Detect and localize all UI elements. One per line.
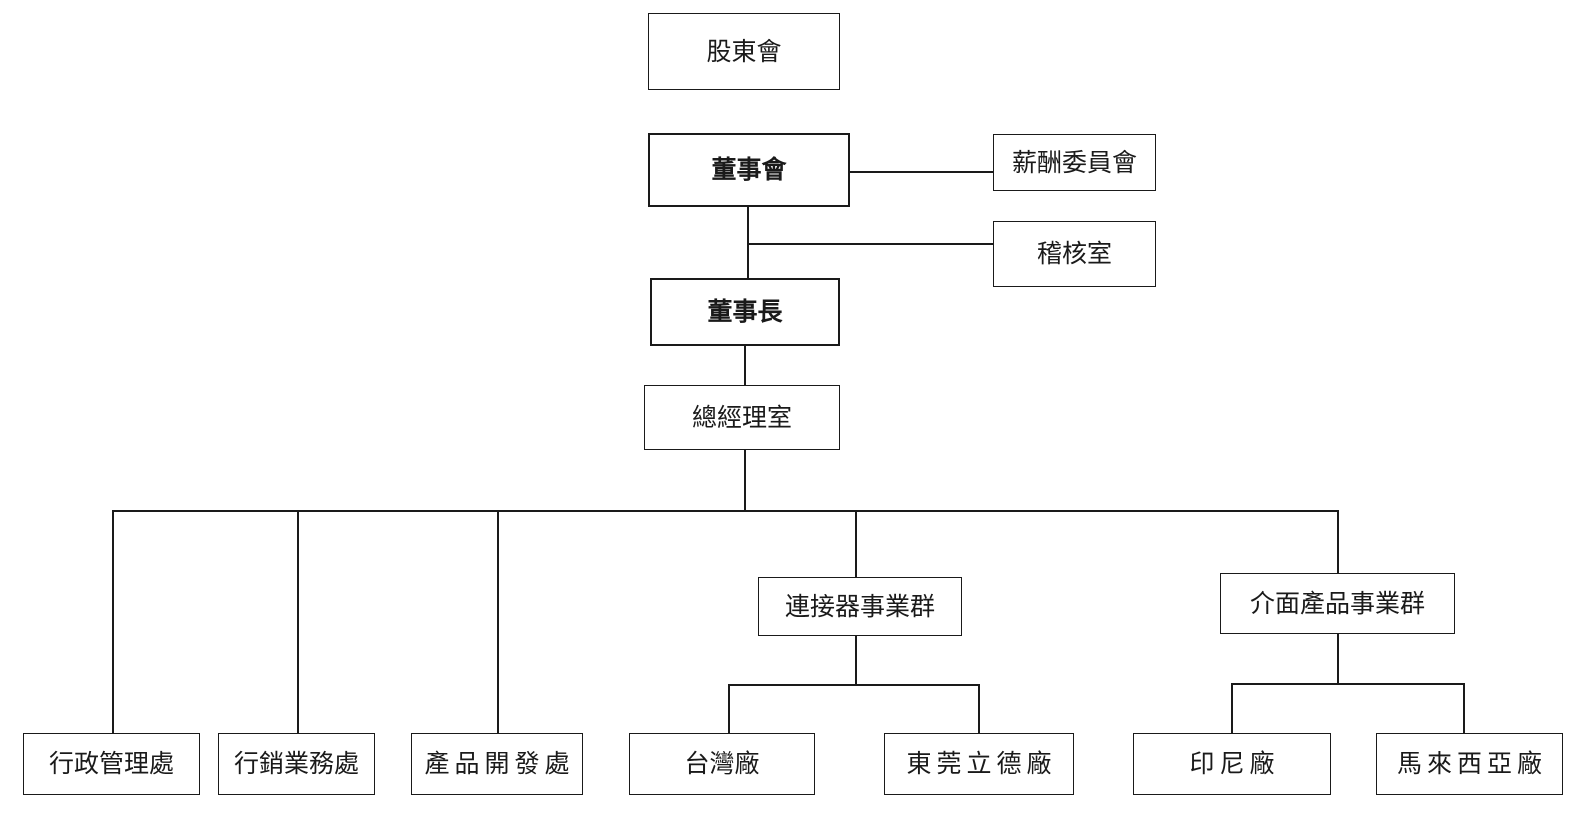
- node-connector-business-group[interactable]: 連接器事業群: [758, 577, 962, 636]
- drop-to-dongguan-plant: [978, 684, 980, 734]
- connector-board-to-chairman: [747, 206, 749, 279]
- connector-chairman-to-president-office: [744, 345, 746, 386]
- node-board-of-directors[interactable]: 董事會: [648, 133, 850, 207]
- connector-group-bus: [728, 684, 980, 686]
- interface-group-bus: [1231, 683, 1465, 685]
- drop-to-product-dev-div: [497, 510, 499, 734]
- drop-to-sales-div: [297, 510, 299, 734]
- node-president-office[interactable]: 總經理室: [644, 385, 840, 450]
- connector-group-stem: [855, 635, 857, 686]
- drop-to-indonesia-plant: [1231, 683, 1233, 734]
- node-marketing-sales-division[interactable]: 行銷業務處: [218, 733, 375, 795]
- drop-to-interface-group: [1337, 510, 1339, 574]
- node-compensation-committee[interactable]: 薪酬委員會: [993, 134, 1156, 191]
- node-shareholders[interactable]: 股東會: [648, 13, 840, 90]
- node-audit-office[interactable]: 稽核室: [993, 221, 1156, 287]
- node-taiwan-plant[interactable]: 台灣廠: [629, 733, 815, 795]
- drop-to-connector-group: [855, 510, 857, 578]
- main-division-bus: [112, 510, 1339, 512]
- connector-board-to-comp-committee: [850, 171, 994, 173]
- node-interface-product-business-group[interactable]: 介面產品事業群: [1220, 573, 1455, 634]
- drop-to-admin-div: [112, 510, 114, 734]
- connector-board-to-audit-office: [747, 243, 994, 245]
- connector-president-office-to-bus: [744, 449, 746, 512]
- interface-group-stem: [1337, 633, 1339, 685]
- node-malaysia-plant[interactable]: 馬來西亞廠: [1376, 733, 1563, 795]
- node-dongguan-lide-plant[interactable]: 東莞立德廠: [884, 733, 1074, 795]
- node-product-development-division[interactable]: 產品開發處: [411, 733, 583, 795]
- drop-to-malaysia-plant: [1463, 683, 1465, 734]
- node-administration-division[interactable]: 行政管理處: [23, 733, 200, 795]
- node-indonesia-plant[interactable]: 印尼廠: [1133, 733, 1331, 795]
- drop-to-taiwan-plant: [728, 684, 730, 734]
- node-chairman[interactable]: 董事長: [650, 278, 840, 346]
